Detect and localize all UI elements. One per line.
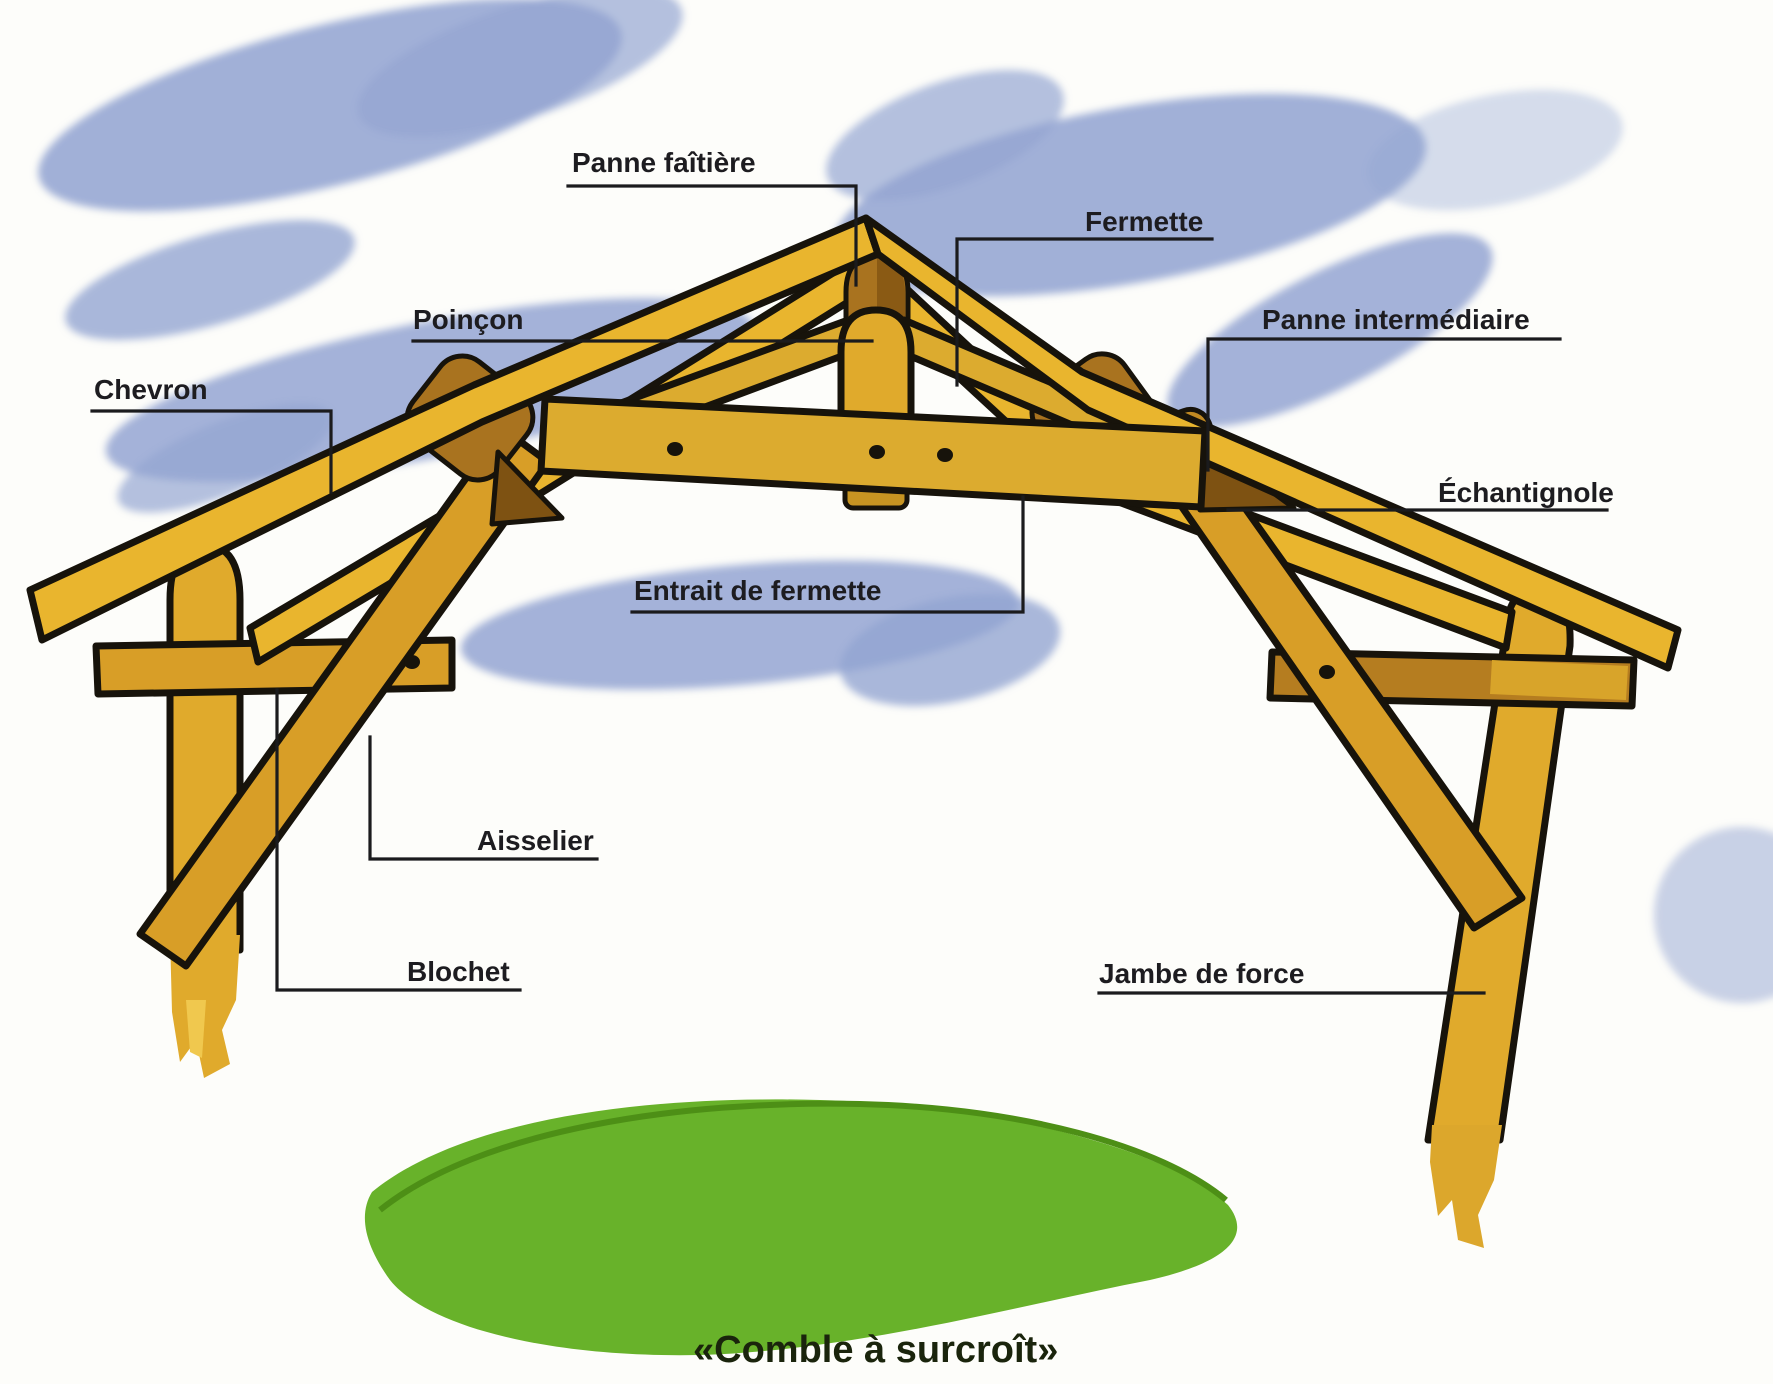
grass-wash <box>364 1099 1238 1356</box>
label-panne-intermediaire: Panne intermédiaire <box>1262 304 1530 335</box>
sky-wash <box>1167 233 1493 427</box>
peg-hole <box>869 445 885 459</box>
label-poincon: Poinçon <box>413 304 523 335</box>
sky-wash <box>1654 827 1773 1003</box>
label-jambe-de-force: Jambe de force <box>1099 958 1304 989</box>
leader-panne-faitiere <box>566 184 858 287</box>
labels: Panne faîtière Fermette Poinçon Panne in… <box>94 147 1614 1371</box>
label-blochet: Blochet <box>407 956 510 987</box>
label-fermette: Fermette <box>1085 206 1203 237</box>
sky-wash <box>839 594 1061 706</box>
grass-edge <box>378 1100 1228 1213</box>
label-echantignole: Échantignole <box>1438 477 1614 508</box>
leader-aisselier <box>368 735 599 861</box>
sky-wash <box>357 0 683 137</box>
leader-blochet <box>275 688 522 992</box>
sky-wash <box>65 220 355 340</box>
peg-hole <box>667 442 683 456</box>
leader-panne-intermediaire <box>1206 337 1562 472</box>
peg-hole <box>1319 665 1335 679</box>
right-chevron-rafter <box>862 214 1682 672</box>
diagram-title: «Comble à surcroît» <box>693 1329 1058 1371</box>
left-post-highlight <box>186 1000 206 1058</box>
grass-wash-group <box>364 1099 1238 1356</box>
peg-hole <box>404 655 420 669</box>
timber-frame <box>26 214 1682 1248</box>
left-echantignole-wedge <box>489 449 565 527</box>
leader-lines <box>90 184 1609 995</box>
peg-hole <box>937 448 953 462</box>
label-panne-faitiere: Panne faîtière <box>572 147 756 178</box>
sky-wash <box>1367 89 1623 211</box>
sky-wash <box>826 70 1064 200</box>
leader-entrait <box>630 495 1025 614</box>
right-blochet-light-end <box>1490 660 1628 700</box>
leader-fermette <box>955 237 1214 387</box>
right-post-brush-end <box>1430 1125 1502 1248</box>
label-entrait-de-fermette: Entrait de fermette <box>634 575 881 606</box>
leader-chevron <box>90 409 333 494</box>
label-aisselier: Aisselier <box>477 825 594 856</box>
peg-group <box>404 442 1335 679</box>
sky-wash <box>117 403 333 513</box>
label-chevron: Chevron <box>94 374 208 405</box>
